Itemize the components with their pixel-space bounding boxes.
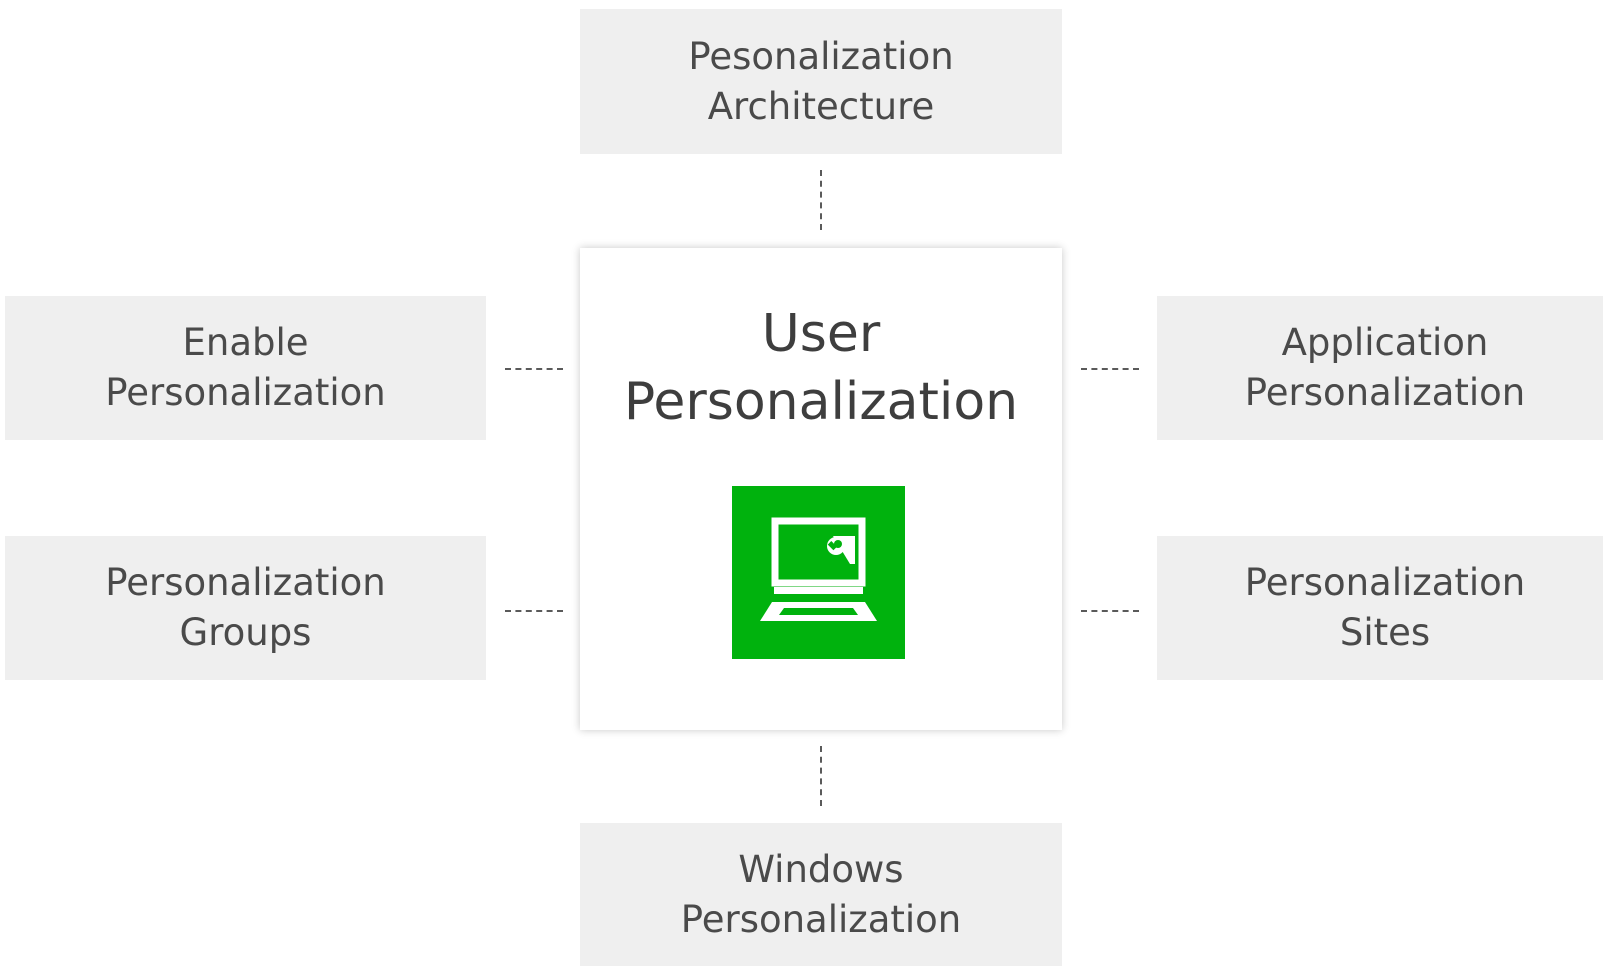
node-windows-personalization: Windows Personalization xyxy=(580,823,1062,966)
node-label-line1: Personalization xyxy=(1244,561,1526,604)
center-title: User Personalization xyxy=(580,300,1062,436)
node-label-line1: Enable xyxy=(182,321,309,364)
node-label-line1: Windows xyxy=(738,847,904,891)
connector-top xyxy=(820,170,822,230)
node-label-line1: Personalization xyxy=(105,561,386,604)
node-label-line1: Pesonalization xyxy=(688,34,954,78)
connector-bottom xyxy=(820,746,822,806)
node-label-line2: Personalization xyxy=(680,897,962,941)
center-title-line1: User xyxy=(761,304,881,364)
connector-right-upper xyxy=(1081,368,1139,370)
node-label-line2: Sites xyxy=(1339,611,1431,654)
laptop-wrench-icon xyxy=(732,486,905,659)
node-label-line2: Personalization xyxy=(105,371,386,414)
node-label-line1: Application xyxy=(1281,321,1489,364)
node-personalization-groups: Personalization Groups xyxy=(5,536,486,680)
node-personalization-architecture: Pesonalization Architecture xyxy=(580,9,1062,154)
connector-right-lower xyxy=(1081,610,1139,612)
node-label-line2: Architecture xyxy=(707,84,935,128)
node-enable-personalization: Enable Personalization xyxy=(5,296,486,440)
connector-left-lower xyxy=(505,610,563,612)
node-application-personalization: Application Personalization xyxy=(1157,296,1603,440)
node-personalization-sites: Personalization Sites xyxy=(1157,536,1603,680)
node-label-line2: Groups xyxy=(179,611,312,654)
center-title-line2: Personalization xyxy=(623,372,1019,432)
connector-left-upper xyxy=(505,368,563,370)
center-card-user-personalization: User Personalization xyxy=(580,248,1062,730)
node-label-line2: Personalization xyxy=(1244,371,1526,414)
